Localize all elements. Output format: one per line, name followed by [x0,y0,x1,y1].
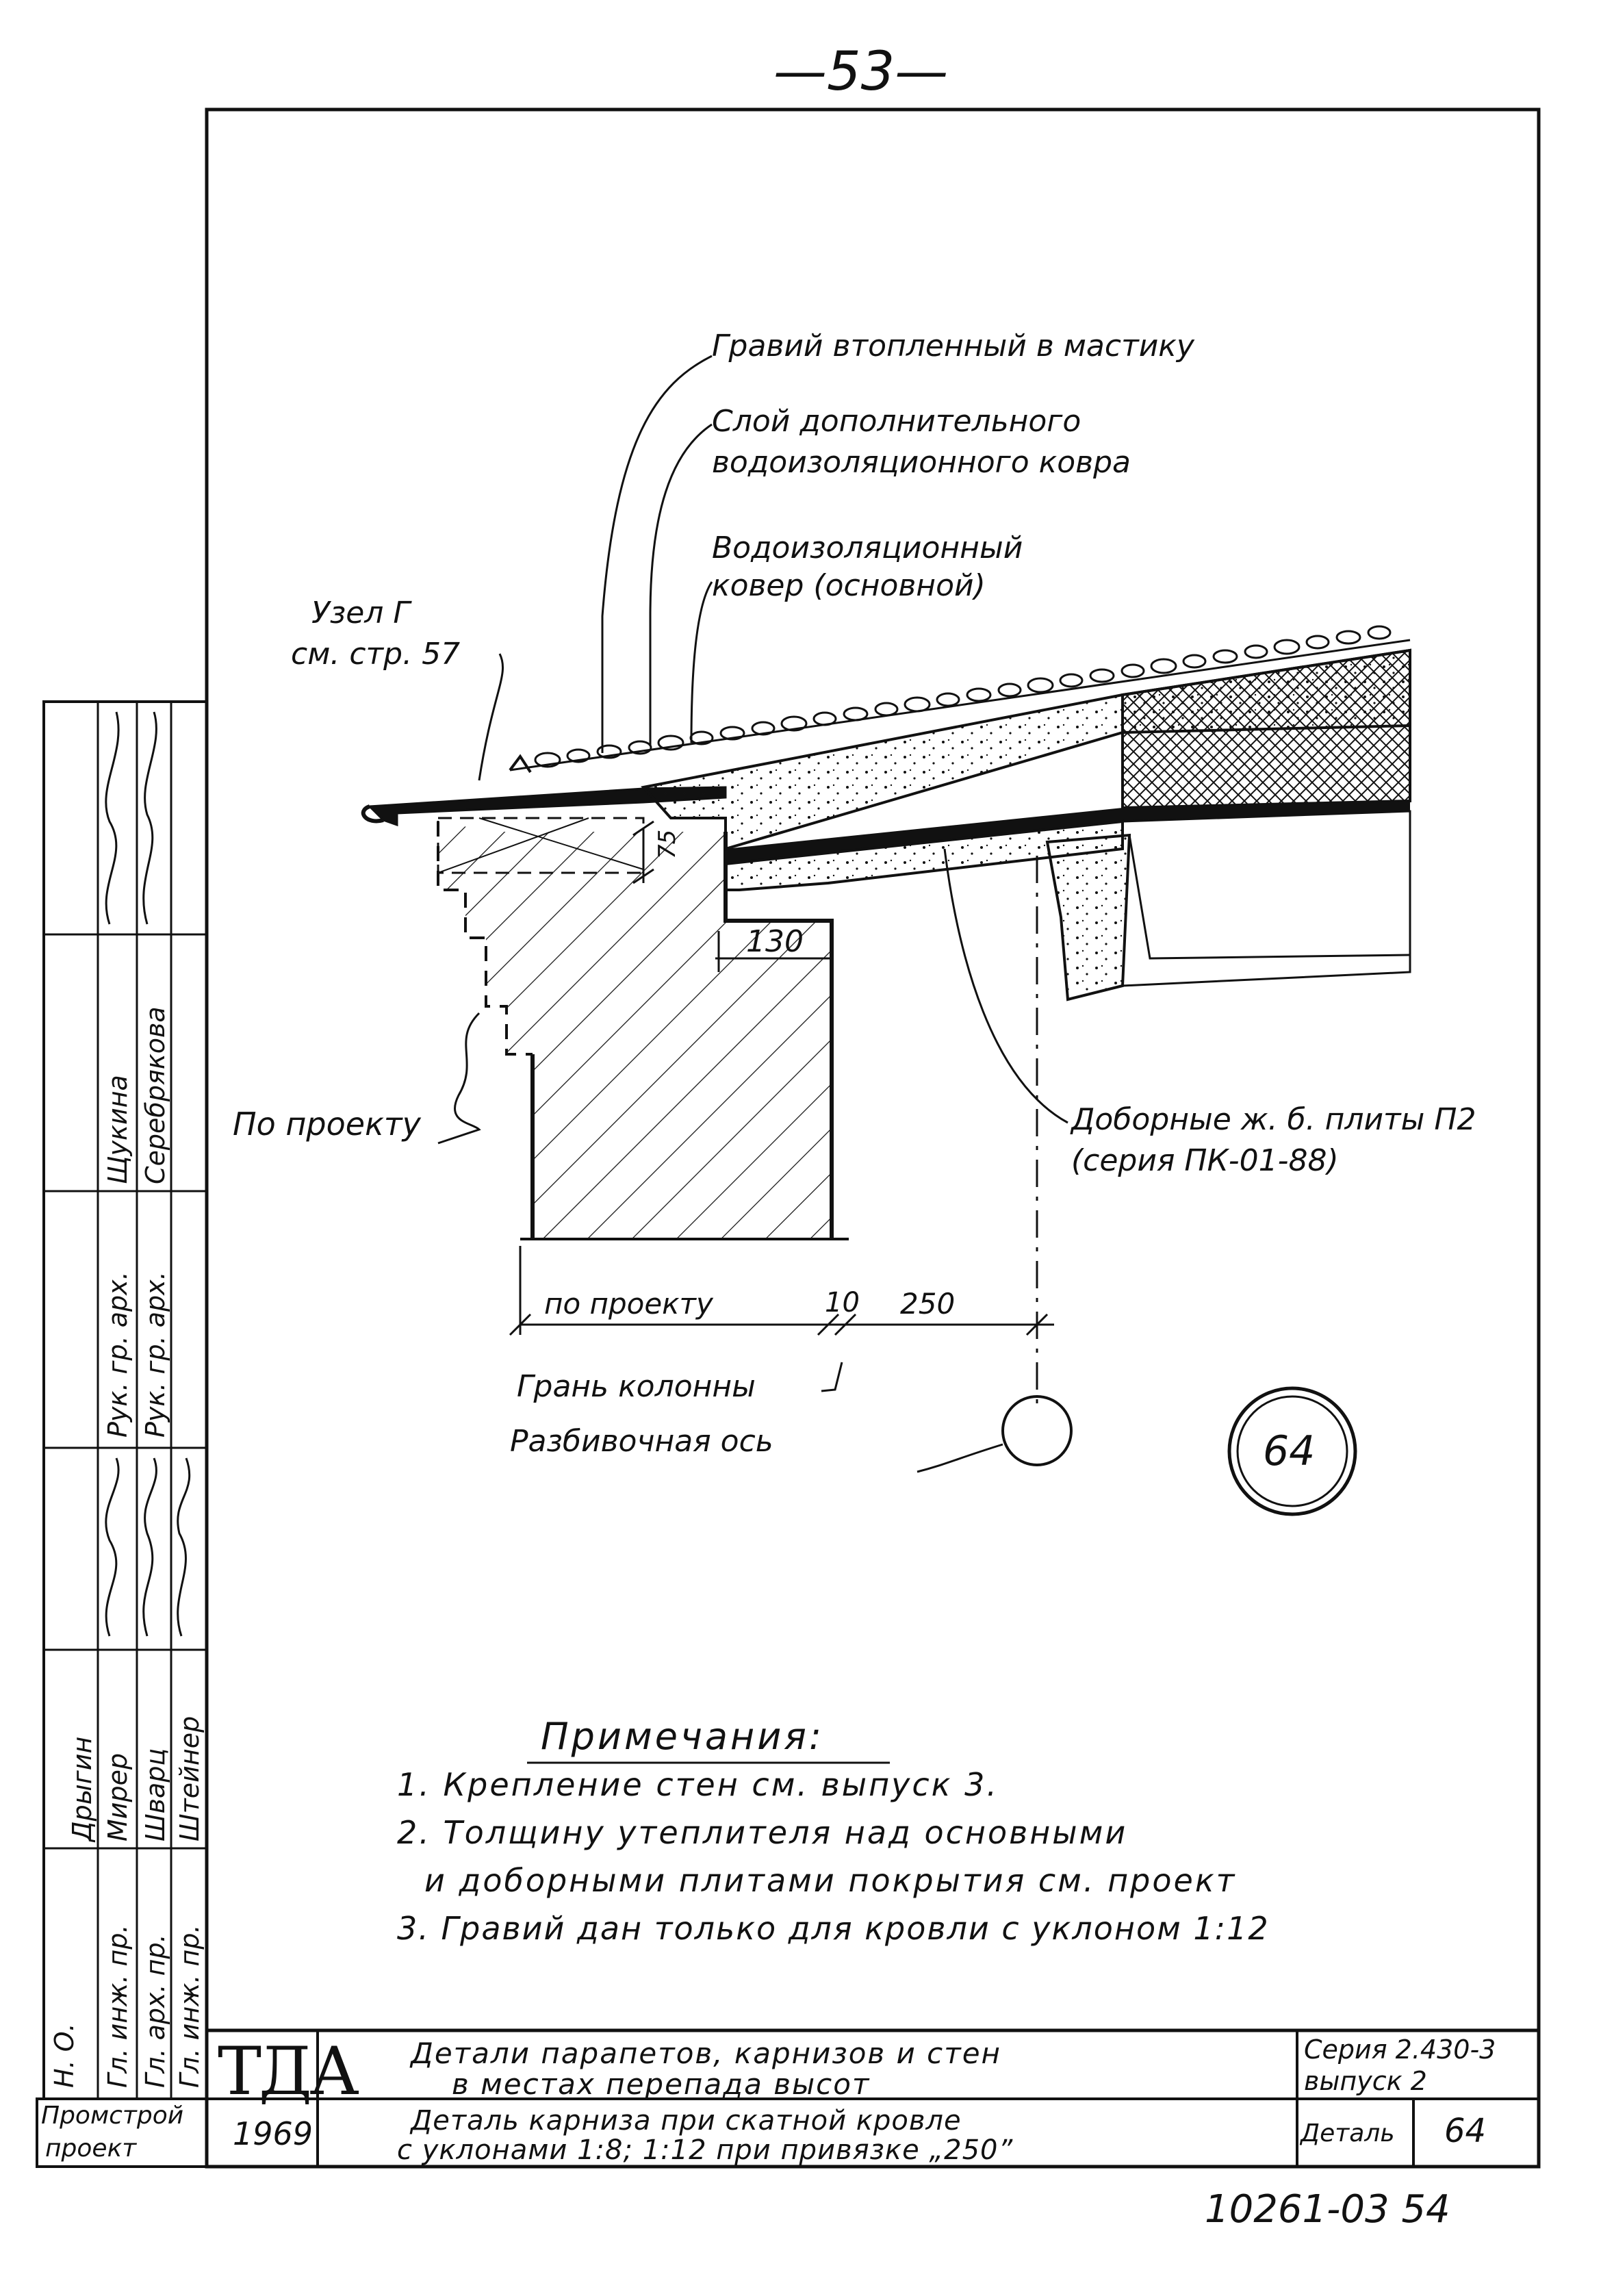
detail-marker-outer [1227,1386,1357,1516]
slab-rib [1045,833,1131,1002]
org-name-line1: Промстрой [41,2102,184,2130]
title-year: 1969 [233,2115,313,2152]
callout-by-project: По проекту [233,1106,421,1143]
sheet-subtitle-line2: с уклонами 1:8; 1:12 при привязке „250” [397,2134,1014,2166]
dimension-75: 75 [654,829,681,859]
stamp-role-6: Рук. гр. арх. [140,1271,170,1438]
callout-main-carpet-line1: Водоизоляционный [712,531,1023,565]
stamp-role-3: Гл. арх. пр. [140,1934,170,2088]
column-section [438,821,832,1239]
callout-slabs-line2: (серия ПК-01-88) [1071,1143,1339,1178]
callout-extra-layer-line2: водоизоляционного ковра [712,445,1131,480]
stamp-name-2: Мирер [103,1752,133,1841]
stamp-name-4: Штейнер [175,1715,205,1841]
approval-stamp-frame [42,700,208,2100]
dimension-250: 250 [900,1287,956,1321]
stamp-name-6: Серебрякова [140,1006,170,1184]
series-line2: выпуск 2 [1304,2066,1427,2096]
stamp-role-5: Рук. гр. арх. [103,1271,133,1438]
notes-heading: Примечания: [541,1715,825,1758]
series-line1: Серия 2.430-3 [1304,2034,1496,2065]
stamp-role-4: Гл. инж. пр. [175,1924,205,2088]
note-item-3: 3. Гравий дан только для кровли с уклоно… [397,1910,1270,1947]
stamp-role-1: Н. О. [49,2023,79,2088]
callout-main-carpet-line2: ковер (основной) [712,568,986,603]
stamp-name-1: Дрыгин [67,1736,97,1841]
org-name-line2: проект [45,2134,137,2163]
callout-axis: Разбивочная ось [510,1424,773,1459]
callout-slabs-line1: Доборные ж. б. плиты П2 [1071,1102,1476,1137]
callout-column-face: Грань колонны [517,1369,756,1404]
detail-label: Деталь [1301,2119,1395,2147]
sheet-subtitle-line1: Деталь карниза при скатной кровле [411,2105,962,2136]
dimension-10: 10 [825,1287,860,1318]
callout-gravel: Гравий втопленный в мастику [712,329,1194,363]
note-item-1: 1. Крепление стен см. выпуск 3. [397,1766,999,1803]
stamp-name-5: Щукина [103,1075,133,1184]
note-item-2-cont: и доборными плитами покрытия см. проект [424,1862,1237,1899]
dimension-130: 130 [746,924,804,959]
callout-node-line1: Узел Г [311,596,410,630]
axis-bubble [1001,1395,1073,1466]
additional-slab [724,819,1124,891]
insulation-layer [1121,648,1411,810]
stamp-role-2: Гл. инж. пр. [103,1924,133,2088]
gravel-layer [534,625,1392,768]
note-item-2: 2. Толщину утеплителя над основными [397,1814,1128,1851]
callout-extra-layer-line1: Слой дополнительного [712,404,1081,439]
archive-number: 10261-03 54 [1205,2187,1450,2232]
sheet-title-line2: в местах перепада высот [452,2067,871,2101]
stamp-name-3: Шварц [140,1748,170,1841]
detail-number: 64 [1444,2112,1487,2150]
detail-marker-number: 64 [1263,1427,1316,1475]
dimension-by-project: по проекту [544,1287,713,1321]
callout-node-line2: см. стр. 57 [291,637,461,672]
sheet-title-line1: Детали парапетов, карнизов и стен [411,2037,1002,2070]
page-number: —53— [773,41,949,103]
org-logo: ТДА [218,2033,359,2110]
